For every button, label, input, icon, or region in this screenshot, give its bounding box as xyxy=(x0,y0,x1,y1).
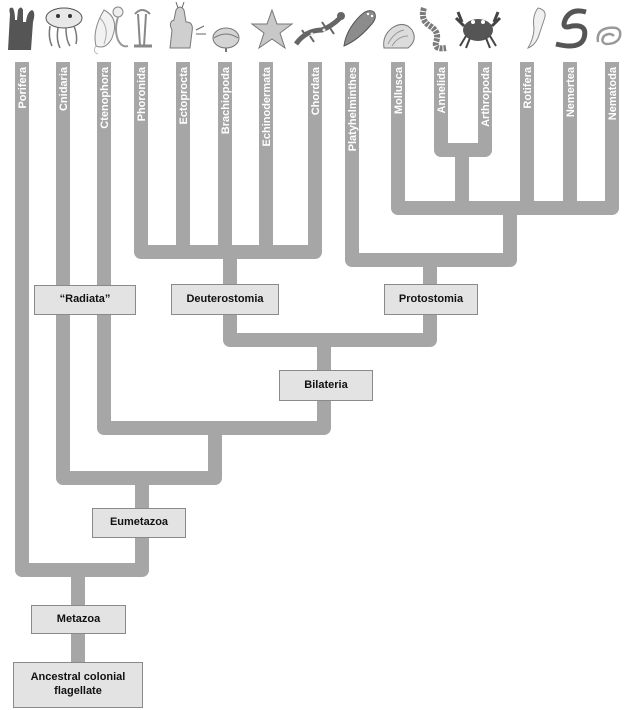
phylum-label-platyhelminthes: Platyhelminthes xyxy=(347,67,359,151)
sea-star-icon xyxy=(250,8,294,50)
clade-box-deuterostomia: Deuterostomia xyxy=(171,284,279,315)
jellyfish-icon xyxy=(45,7,83,49)
phylum-label-cnidaria: Cnidaria xyxy=(58,66,70,111)
branch-bilateria-stem xyxy=(142,428,222,485)
ribbon-worm-icon xyxy=(555,8,588,49)
clade-label-radiata: “Radiata” xyxy=(59,293,111,306)
sponge-icon xyxy=(8,7,35,50)
roundworm-icon xyxy=(596,26,622,46)
lamp-shell-icon xyxy=(212,27,240,52)
phylum-label-mollusca: Mollusca xyxy=(393,66,405,114)
tree-branches xyxy=(15,62,619,662)
salamander-icon xyxy=(293,12,345,46)
phoronid-worm-icon xyxy=(112,6,152,48)
phylum-label-nemertea: Nemertea xyxy=(565,66,577,117)
phylum-label-ctenophora: Ctenophora xyxy=(99,66,111,129)
clade-label-bilateria: Bilateria xyxy=(304,378,348,391)
clade-label-protostomia: Protostomia xyxy=(398,292,464,305)
rotifer-icon xyxy=(526,7,546,49)
branch-protostome-inner xyxy=(391,62,619,215)
branch-protostome-group xyxy=(345,62,517,267)
phylum-labels: Porifera Cnidaria Ctenophora Phoronida E… xyxy=(17,66,619,151)
clade-box-ancestor: Ancestral colonial flagellate xyxy=(13,662,143,708)
phylum-label-annelida: Annelida xyxy=(436,66,448,113)
phylum-label-rotifera: Rotifera xyxy=(522,66,534,108)
clade-label-ancestor: Ancestral colonial flagellate xyxy=(30,671,126,697)
clade-box-bilateria: Bilateria xyxy=(279,370,373,401)
flatworm-icon xyxy=(343,10,376,47)
branch-deuterostomia-stem xyxy=(223,252,324,347)
phylum-label-brachiopoda: Brachiopoda xyxy=(220,66,232,134)
phylum-label-phoronida: Phoronida xyxy=(136,66,148,121)
clade-label-metazoa: Metazoa xyxy=(56,612,101,625)
animal-icons xyxy=(8,1,622,55)
comb-jelly-icon xyxy=(93,9,116,55)
phylum-label-echinodermata: Echinodermata xyxy=(261,66,273,146)
bryozoan-icon xyxy=(169,1,206,49)
phylum-label-ectoprocta: Ectoprocta xyxy=(178,66,190,124)
branch-cnidaria xyxy=(56,62,142,485)
crab-icon xyxy=(454,11,502,49)
segmented-worm-icon xyxy=(419,7,447,52)
snail-shell-icon xyxy=(383,24,415,49)
clade-box-radiata: “Radiata” xyxy=(34,285,136,315)
clade-box-protostomia: Protostomia xyxy=(384,284,478,315)
clade-label-deuterostomia: Deuterostomia xyxy=(186,292,264,305)
clade-box-eumetazoa: Eumetazoa xyxy=(92,508,186,538)
phylum-label-arthropoda: Arthropoda xyxy=(480,66,492,127)
phylum-label-porifera: Porifera xyxy=(17,66,29,108)
branch-bilateria xyxy=(215,340,331,435)
clade-box-metazoa: Metazoa xyxy=(31,605,126,634)
phylum-label-chordata: Chordata xyxy=(310,66,322,115)
clade-label-eumetazoa: Eumetazoa xyxy=(109,516,169,529)
phylum-label-nematoda: Nematoda xyxy=(607,66,619,120)
branch-ctenophora xyxy=(97,62,215,435)
branch-annelida-arthropoda xyxy=(434,62,492,157)
